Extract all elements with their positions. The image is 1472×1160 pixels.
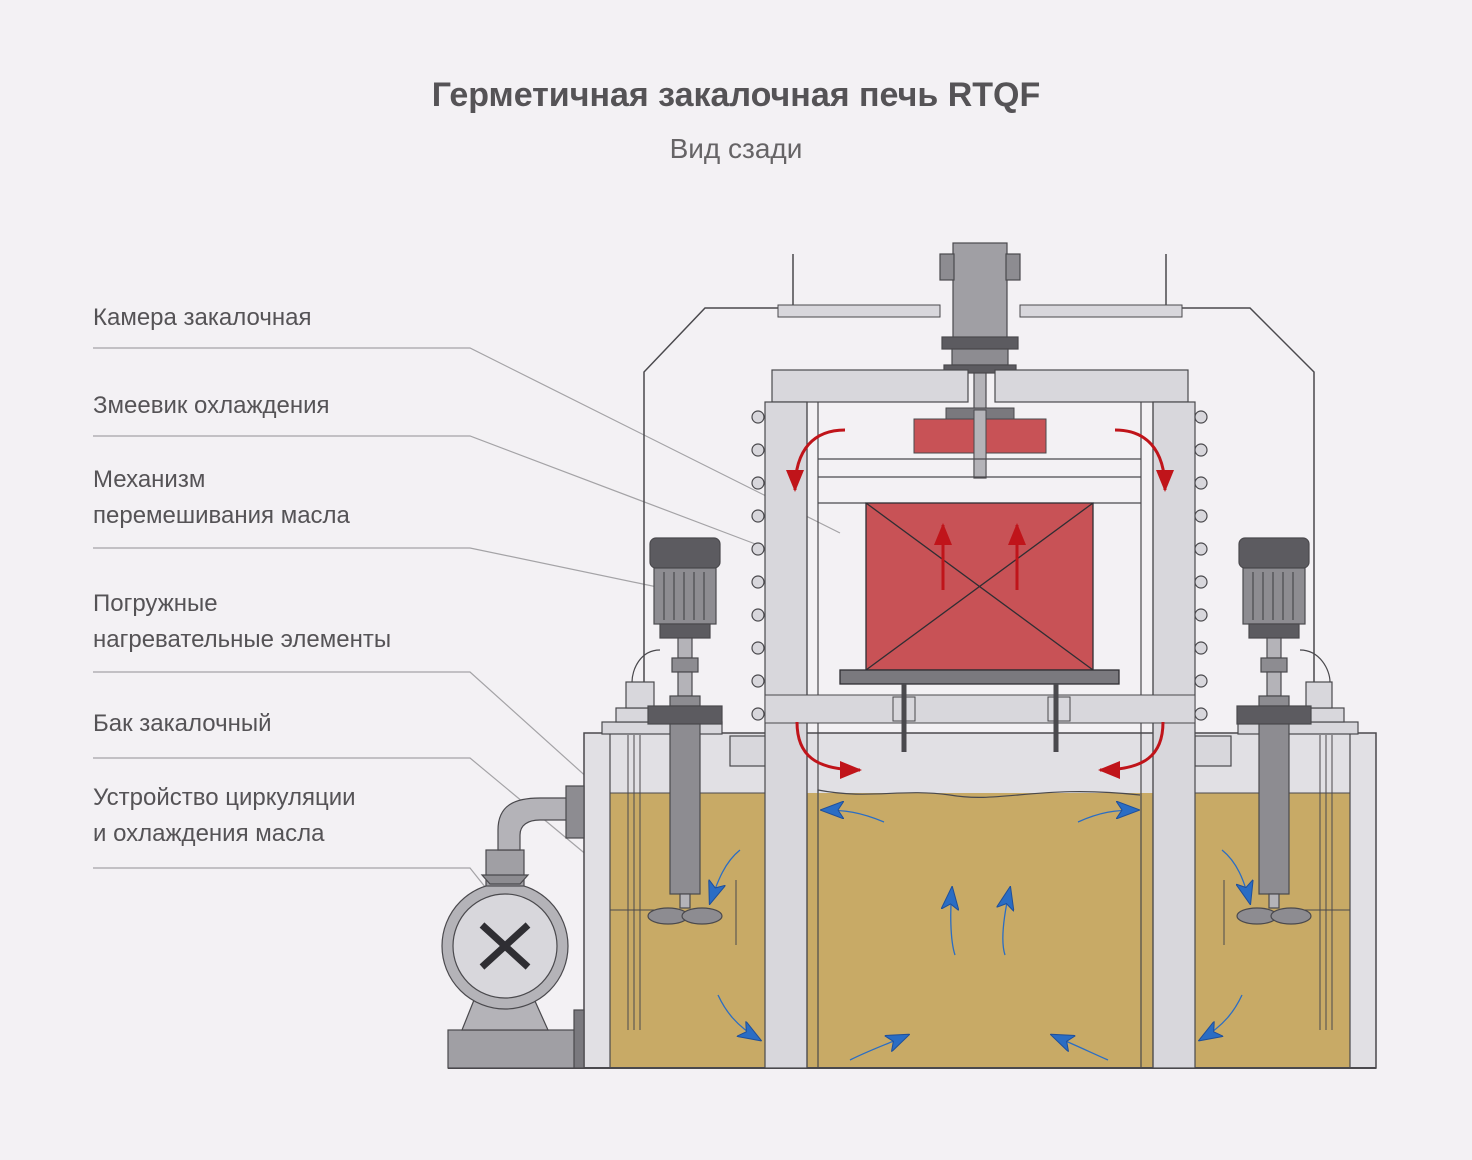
quench-tank <box>448 732 1377 1069</box>
label-cooling-coil: Змеевик охлаждения <box>93 392 330 419</box>
cooling-coil <box>751 410 1208 721</box>
diagram-subtitle: Вид сзади <box>669 133 803 164</box>
oil-circulation-pump <box>441 785 585 1069</box>
furnace-hood <box>643 254 1315 725</box>
chamber-fan <box>913 407 1047 479</box>
chamber-top <box>771 369 1189 403</box>
diagram-title: Герметичная закалочная печь RTQF <box>431 76 1041 114</box>
label-quench-chamber: Камера закалочная <box>93 304 312 331</box>
hot-gas-flow-arrows <box>786 428 1174 779</box>
oil-flow-arrows <box>710 810 1250 1061</box>
workload-basket <box>839 502 1120 752</box>
left-oil-agitator <box>625 537 723 925</box>
right-oil-agitator <box>1236 537 1333 925</box>
immersion-heaters <box>610 735 1350 1030</box>
chamber-walls <box>764 401 1196 1069</box>
label-quench-tank: Бак закалочный <box>93 710 272 737</box>
